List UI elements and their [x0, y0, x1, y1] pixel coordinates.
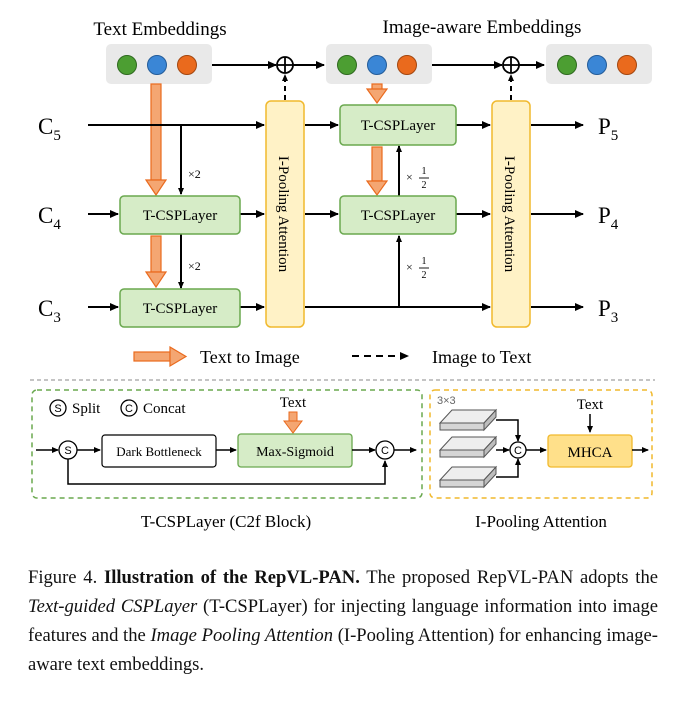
svg-text:Max-Sigmoid: Max-Sigmoid	[256, 445, 334, 460]
embedding-dot-orange	[617, 55, 637, 75]
ipa-kernel-label: 3×3	[437, 395, 456, 407]
embedding-dot-orange	[177, 55, 197, 75]
text-to-image-arrow	[144, 235, 168, 289]
svg-text:I-Pooling Attention: I-Pooling Attention	[501, 156, 517, 273]
embedding-dot-blue	[147, 55, 167, 75]
split-legend: S Split	[49, 399, 101, 417]
output-p5: P5	[598, 114, 618, 144]
caption-title: Illustration of the RepVL-PAN.	[103, 567, 360, 588]
svg-text:Concat: Concat	[143, 401, 186, 417]
upsample-x2-label: ×2	[188, 167, 201, 181]
svg-text:I-Pooling Attention: I-Pooling Attention	[275, 156, 291, 273]
repvl-pan-figure: Text Embeddings Image-aware Embeddings	[30, 17, 655, 531]
svg-text:T-CSPLayer: T-CSPLayer	[361, 118, 435, 134]
t-csplayer-c3: T-CSPLayer	[119, 288, 241, 328]
svg-text:S: S	[64, 445, 71, 457]
output-p4: P4	[598, 203, 619, 233]
split-node: S	[58, 440, 78, 460]
legend-text-to-image-label: Text to Image	[200, 347, 300, 367]
text-embeddings-box	[106, 44, 212, 84]
c2f-text-label: Text	[280, 395, 307, 411]
text-to-image-arrow	[144, 83, 168, 197]
t-csplayer-p5: T-CSPLayer	[339, 104, 457, 146]
concat-node: C	[375, 440, 395, 460]
ipa-caption: I-Pooling Attention	[475, 512, 607, 531]
svg-text:T-CSPLayer: T-CSPLayer	[361, 208, 435, 224]
output-p3: P3	[598, 296, 618, 326]
svg-text:Dark Bottleneck: Dark Bottleneck	[116, 444, 202, 459]
c2f-skip-connection	[67, 459, 388, 485]
text-to-image-arrow	[365, 146, 389, 197]
add-node	[276, 56, 294, 74]
svg-text:C: C	[514, 445, 522, 457]
max-sigmoid-box: Max-Sigmoid	[237, 433, 353, 468]
downsample-half-label: ×	[406, 170, 413, 184]
ipa-text-label: Text	[577, 397, 604, 413]
legend-image-to-text-label: Image to Text	[432, 347, 531, 367]
downsample-half-num: 1	[422, 256, 427, 267]
upsample-x2-label: ×2	[188, 259, 201, 273]
embedding-dot-green	[557, 55, 577, 75]
svg-text:MHCA: MHCA	[567, 445, 612, 461]
t-csplayer-p4: T-CSPLayer	[339, 195, 457, 235]
figure-caption: Figure 4. Illustration of the RepVL-PAN.…	[28, 567, 658, 675]
ipa-pool-arrow	[496, 458, 521, 478]
i-pooling-attention-block-2: I-Pooling Attention	[491, 100, 531, 328]
svg-text:Split: Split	[72, 401, 101, 417]
svg-text:T-CSPLayer: T-CSPLayer	[143, 208, 217, 224]
downsample-half-label: ×	[406, 260, 413, 274]
downsample-half-den: 2	[422, 180, 427, 191]
c2f-caption: T-CSPLayer (C2f Block)	[141, 512, 311, 531]
image-aware-embeddings-box-mid	[326, 44, 432, 84]
caption-em-tcsp: Text-guided CSPLayer	[28, 596, 198, 617]
svg-text:C: C	[125, 403, 133, 415]
svg-text:C: C	[381, 445, 389, 457]
c2f-block-border	[31, 389, 423, 499]
caption-figure-number: Figure 4.	[28, 567, 98, 588]
text-to-image-arrow	[365, 83, 389, 105]
caption-em-ipa: Image Pooling Attention	[150, 625, 334, 646]
feature-map-2	[438, 435, 498, 459]
feature-map-1	[438, 408, 498, 432]
input-c4: C4	[38, 203, 61, 233]
i-pooling-attention-block-1: I-Pooling Attention	[265, 100, 305, 328]
embedding-dot-blue	[587, 55, 607, 75]
legend-image-to-text: Image to Text	[352, 347, 531, 367]
c2f-text-arrow	[283, 411, 303, 434]
image-aware-embeddings-box-out	[546, 44, 652, 84]
input-c3: C3	[38, 296, 61, 326]
ipa-concat-node: C	[509, 441, 527, 459]
svg-text:S: S	[54, 403, 61, 415]
embedding-dot-green	[117, 55, 137, 75]
downsample-half-den: 2	[422, 270, 427, 281]
feature-map-3	[438, 465, 498, 489]
input-c5: C5	[38, 114, 61, 144]
mhca-box: MHCA	[547, 434, 633, 468]
legend-text-to-image: Text to Image	[133, 345, 300, 368]
image-aware-embeddings-label: Image-aware Embeddings	[383, 17, 582, 38]
text-embeddings-label: Text Embeddings	[93, 19, 226, 40]
svg-text:T-CSPLayer: T-CSPLayer	[143, 301, 217, 317]
concat-legend: C Concat	[120, 399, 186, 417]
t-csplayer-c4: T-CSPLayer	[119, 195, 241, 235]
ipa-pool-arrow	[496, 419, 521, 442]
add-node	[502, 56, 520, 74]
dark-bottleneck-box: Dark Bottleneck	[101, 434, 217, 468]
embedding-dot-blue	[367, 55, 387, 75]
downsample-half-num: 1	[422, 166, 427, 177]
embedding-dot-orange	[397, 55, 417, 75]
embedding-dot-green	[337, 55, 357, 75]
